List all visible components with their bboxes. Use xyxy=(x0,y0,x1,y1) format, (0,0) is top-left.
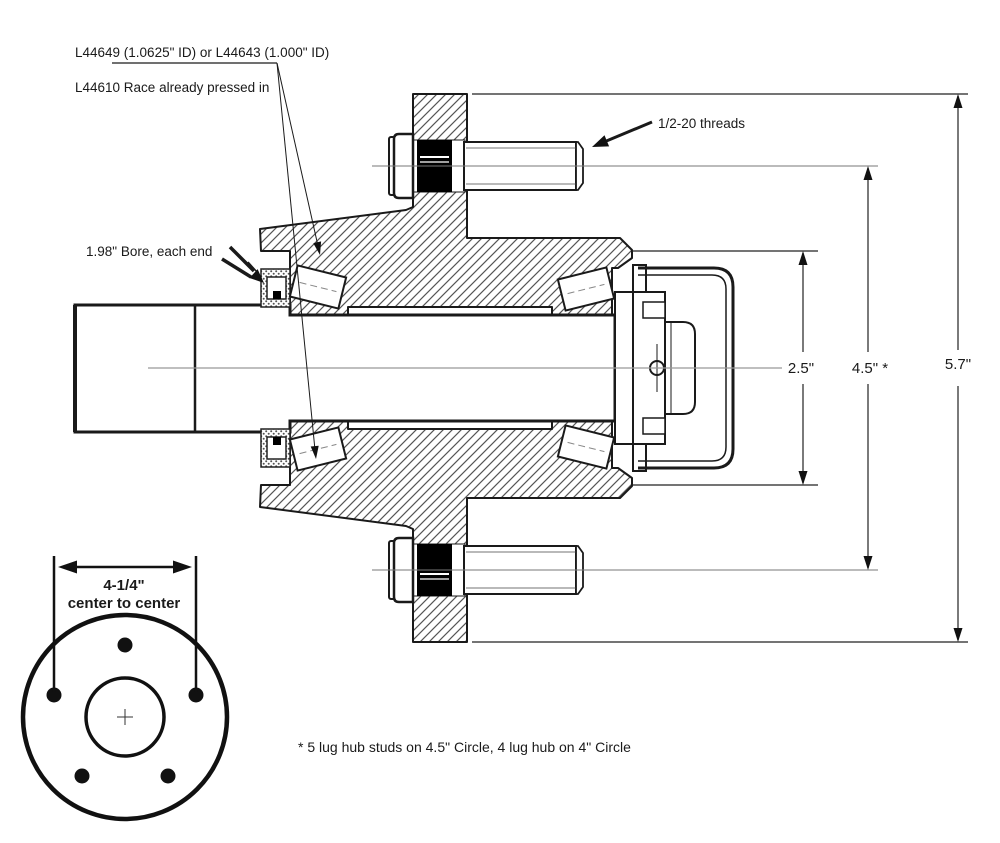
lug-stud-left xyxy=(46,687,62,703)
spacing-caption: center to center xyxy=(68,595,181,612)
bore-leader-arrow xyxy=(249,269,264,283)
inner-bearing-top-roller xyxy=(288,264,348,310)
inner-dim-label: 2.5" xyxy=(788,360,814,377)
centerlines xyxy=(148,165,878,571)
grease-seal-top xyxy=(260,268,291,308)
castle-slot-top xyxy=(642,301,666,319)
bearing-leader-bottom-arrow xyxy=(310,445,319,459)
spacing-arrow-left xyxy=(58,560,77,574)
threads-leader xyxy=(603,120,653,144)
threads-label: 1/2-20 threads xyxy=(658,116,745,131)
bore-label: 1.98" Bore, each end xyxy=(86,244,212,259)
bore-leader xyxy=(247,261,258,273)
bearing-leader-top-arrow xyxy=(313,241,322,255)
hub-pilot-circle xyxy=(84,676,166,758)
castle-slot-bottom xyxy=(642,417,666,435)
spacing-arrow-right xyxy=(173,560,192,574)
bore-leader-stroke3 xyxy=(221,257,252,279)
grease-seal-bottom xyxy=(260,428,291,468)
lug-stud-top xyxy=(117,637,133,653)
hub-cross-section xyxy=(73,93,878,643)
bearing-leader-top xyxy=(276,62,319,247)
bore-leader-stroke2 xyxy=(228,245,256,273)
lug-stud-bottom-left xyxy=(74,768,90,784)
bolt-pattern-diagram: 4-1/4" center to center xyxy=(20,556,230,822)
outer-bearing-top-roller xyxy=(556,266,616,312)
lug-stud-right xyxy=(188,687,204,703)
leader-annotations: L44649 (1.0625" ID) or L44643 (1.000" ID… xyxy=(75,45,745,755)
lug-stud-bottom-right xyxy=(160,768,176,784)
footnote-label: * 5 lug hub studs on 4.5" Circle, 4 lug … xyxy=(298,739,631,755)
bearing-label-line1: L44649 (1.0625" ID) or L44643 (1.000" ID… xyxy=(75,45,329,60)
bearing-label-line2: L44610 Race already pressed in xyxy=(75,80,269,95)
outer-bearing-bottom-roller xyxy=(556,424,616,470)
threads-leader-arrow xyxy=(592,135,610,147)
dimension-annotations: 2.5" 4.5" * 5.7" xyxy=(472,93,971,643)
bearing-leader-bottom xyxy=(276,62,316,451)
hub-flange-circle xyxy=(20,612,230,822)
spacing-label: 4-1/4" xyxy=(103,577,144,594)
flange-dim-label: 5.7" xyxy=(945,356,971,373)
bolt-circle-dim-label: 4.5" * xyxy=(852,360,888,377)
